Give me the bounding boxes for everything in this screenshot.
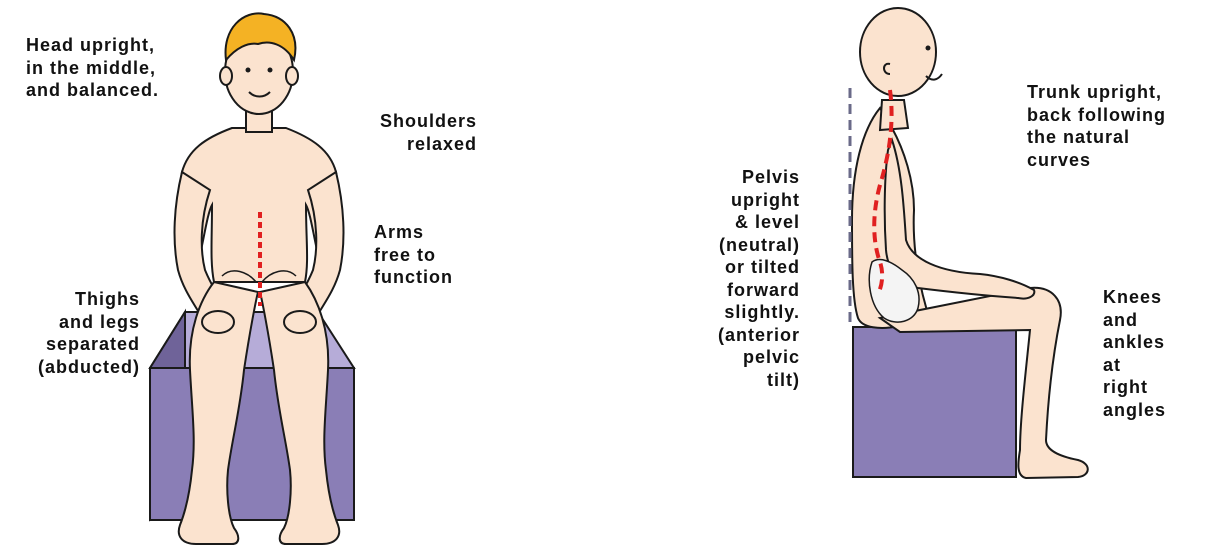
label-line: angles [1103,399,1166,422]
label-line: ankles [1103,331,1166,354]
front-right-hand [284,311,316,333]
side-eye [926,46,931,51]
pelvis-upright-label: Pelvis upright & level (neutral) or tilt… [718,166,800,391]
label-line: Pelvis [718,166,800,189]
side-seat-box [853,327,1016,477]
label-line: (abducted) [38,356,140,379]
label-line: separated [38,333,140,356]
label-line: back following [1027,104,1166,127]
front-right-eye [268,68,273,73]
label-line: relaxed [380,133,477,156]
label-line: at [1103,354,1166,377]
label-line: and legs [38,311,140,334]
front-left-eye [246,68,251,73]
side-head [860,8,936,96]
label-line: the natural [1027,126,1166,149]
label-line: curves [1027,149,1166,172]
label-line: slightly. [718,301,800,324]
front-left-hand [202,311,234,333]
label-line: free to [374,244,453,267]
label-line: Arms [374,221,453,244]
label-line: Shoulders [380,110,477,133]
side-view-figure [850,8,1088,478]
label-line: tilt) [718,369,800,392]
label-line: Trunk upright, [1027,81,1166,104]
label-line: or tilted [718,256,800,279]
label-line: forward [718,279,800,302]
label-line: pelvic [718,346,800,369]
thighs-legs-label: Thighs and legs separated (abducted) [38,288,140,378]
trunk-upright-label: Trunk upright, back following the natura… [1027,81,1166,171]
label-line: and balanced. [26,79,159,102]
label-line: function [374,266,453,289]
arms-free-label: Arms free to function [374,221,453,289]
label-line: & level [718,211,800,234]
front-view-figure [150,13,354,544]
label-line: right [1103,376,1166,399]
label-line: (neutral) [718,234,800,257]
label-line: upright [718,189,800,212]
label-line: Head upright, [26,34,159,57]
front-right-ear [286,67,298,85]
side-neck [880,100,908,130]
shoulders-relaxed-label: Shoulders relaxed [380,110,477,155]
label-line: Thighs [38,288,140,311]
label-line: (anterior [718,324,800,347]
side-box-front [853,327,1016,477]
label-line: Knees [1103,286,1166,309]
label-line: and [1103,309,1166,332]
front-left-ear [220,67,232,85]
head-upright-label: Head upright, in the middle, and balance… [26,34,159,102]
knees-ankles-label: Knees and ankles at right angles [1103,286,1166,421]
label-line: in the middle, [26,57,159,80]
